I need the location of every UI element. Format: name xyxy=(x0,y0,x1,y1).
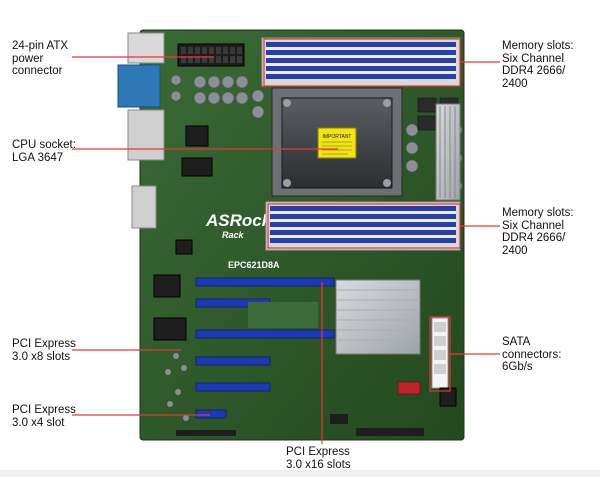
pcie-slots xyxy=(195,277,335,419)
label-atx-power: 24-pin ATX power connector xyxy=(12,40,69,77)
label-sata: SATA connectors: 6Gb/s xyxy=(502,336,562,373)
lan-ports xyxy=(127,109,165,161)
label-pcie-x16: PCI Express 3.0 x16 slots xyxy=(286,446,351,471)
label-pcie-x8: PCI Express 3.0 x8 slots xyxy=(12,338,76,363)
board-model-text: EPC621D8A xyxy=(228,260,280,270)
label-memory-top: Memory slots: Six Channel DDR4 2666/ 240… xyxy=(502,40,574,90)
label-pcie-x4: PCI Express 3.0 x4 slot xyxy=(12,404,76,429)
bmc-chip xyxy=(185,125,209,147)
brand-logo-text: ASRock xyxy=(205,211,273,230)
io-shield-top xyxy=(127,32,165,64)
svg-text:Rack: Rack xyxy=(222,230,245,240)
usb-ports xyxy=(131,185,157,229)
vga-port xyxy=(117,64,161,108)
label-memory-bottom: Memory slots: Six Channel DDR4 2666/ 240… xyxy=(502,207,574,257)
footer-strip xyxy=(0,470,600,477)
cpu-sticker xyxy=(317,127,357,159)
chipset-heatsink xyxy=(335,279,421,355)
label-cpu-socket: CPU socket: LGA 3647 xyxy=(12,139,76,164)
svg-text:IMPORTANT: IMPORTANT xyxy=(323,134,352,140)
